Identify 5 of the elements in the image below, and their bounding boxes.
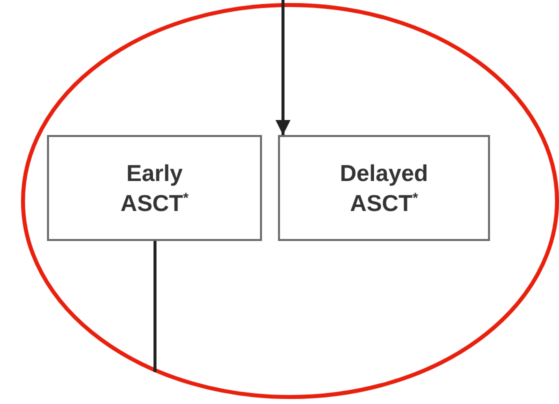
arrow	[276, 0, 290, 135]
process-box	[278, 135, 490, 241]
process-box	[47, 135, 262, 241]
box-label: Early ASCT$^{*}$	[119, 159, 190, 218]
box-label: Delayed ASCT$^{*}$	[338, 159, 430, 218]
